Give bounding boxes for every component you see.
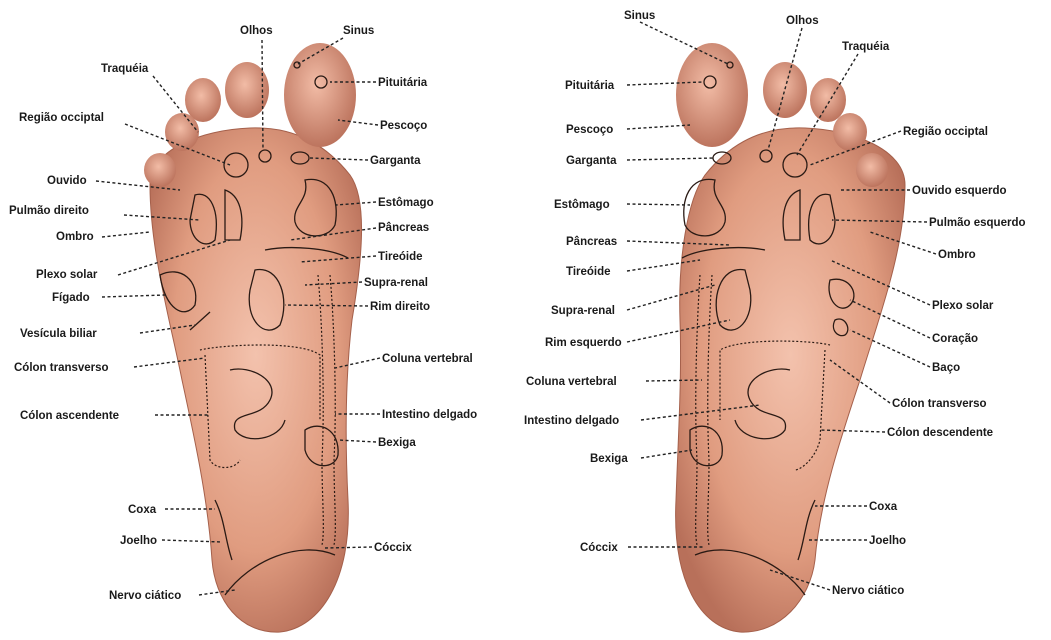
right-label-coluna-vertebral: Coluna vertebral xyxy=(526,376,617,388)
right-label-supra-renal: Supra-renal xyxy=(551,305,615,317)
left-label-regiao-occiptal: Região occiptal xyxy=(19,112,104,124)
right-label-garganta: Garganta xyxy=(566,155,617,167)
right-toe-5 xyxy=(856,153,888,187)
right-foot-sole xyxy=(676,128,905,632)
right-toe-2 xyxy=(763,62,807,118)
left-toe-5 xyxy=(144,153,176,187)
right-toe-4 xyxy=(833,113,867,151)
left-label-garganta: Garganta xyxy=(370,155,421,167)
left-label-olhos: Olhos xyxy=(240,25,273,37)
left-label-plexo-solar: Plexo solar xyxy=(36,269,98,281)
left-label-pancreas: Pâncreas xyxy=(378,222,429,234)
right-label-pescoco: Pescoço xyxy=(566,124,613,136)
right-label-joelho: Joelho xyxy=(869,535,906,547)
left-label-sinus: Sinus xyxy=(343,25,374,37)
right-label-pituitaria: Pituitária xyxy=(565,80,615,92)
right-label-nervo-ciatico: Nervo ciático xyxy=(832,585,904,597)
left-label-coluna-vertebral: Coluna vertebral xyxy=(382,353,473,365)
left-label-ouvido: Ouvido xyxy=(47,175,87,187)
right-label-rim-esquerdo: Rim esquerdo xyxy=(545,337,622,349)
right-label-colon-transverso: Cólon transverso xyxy=(892,398,987,410)
right-big-toe xyxy=(676,43,748,147)
right-label-pulmao-esquerdo: Pulmão esquerdo xyxy=(929,217,1026,229)
left-label-tireoide: Tireóide xyxy=(378,251,423,263)
right-label-estomago: Estômago xyxy=(554,199,610,211)
right-foot: Sinus Olhos Traquéia Pituitária Pescoço … xyxy=(524,10,1026,632)
left-foot-sole xyxy=(150,128,362,632)
right-label-olhos: Olhos xyxy=(786,15,819,27)
right-label-baco: Baço xyxy=(932,362,960,374)
left-label-joelho: Joelho xyxy=(120,535,157,547)
right-label-coxa: Coxa xyxy=(869,501,898,513)
left-label-coxa: Coxa xyxy=(128,504,157,516)
right-label-ombro: Ombro xyxy=(938,249,976,261)
left-label-nervo-ciatico: Nervo ciático xyxy=(109,590,181,602)
right-label-pancreas: Pâncreas xyxy=(566,236,617,248)
left-label-coccix: Cóccix xyxy=(374,542,412,554)
left-label-traqueia: Traquéia xyxy=(101,63,149,75)
left-foot: Olhos Sinus Traquéia Pituitária Região o… xyxy=(9,25,477,632)
left-label-ombro: Ombro xyxy=(56,231,94,243)
left-label-bexiga: Bexiga xyxy=(378,437,416,449)
left-label-rim-direito: Rim direito xyxy=(370,301,430,313)
left-label-estomago: Estômago xyxy=(378,197,434,209)
right-label-ouvido-esquerdo: Ouvido esquerdo xyxy=(912,185,1007,197)
right-label-intestino-delgado: Intestino delgado xyxy=(524,415,619,427)
left-label-supra-renal: Supra-renal xyxy=(364,277,428,289)
right-label-regiao-occiptal: Região occiptal xyxy=(903,126,988,138)
left-label-pituitaria: Pituitária xyxy=(378,77,428,89)
right-toe-3 xyxy=(810,78,846,122)
left-label-vesicula-biliar: Vesícula biliar xyxy=(20,328,97,340)
left-label-colon-ascendente: Cólon ascendente xyxy=(20,410,119,422)
left-label-colon-transverso: Cólon transverso xyxy=(14,362,109,374)
right-label-colon-descendente: Cólon descendente xyxy=(887,427,993,439)
left-toe-4 xyxy=(165,113,199,151)
left-big-toe xyxy=(284,43,356,147)
right-label-traqueia: Traquéia xyxy=(842,41,890,53)
right-label-bexiga: Bexiga xyxy=(590,453,628,465)
left-label-pulmao-direito: Pulmão direito xyxy=(9,205,89,217)
right-label-coracao: Coração xyxy=(932,333,978,345)
left-label-pescoco: Pescoço xyxy=(380,120,427,132)
left-toe-3 xyxy=(185,78,221,122)
right-label-tireoide: Tireóide xyxy=(566,266,611,278)
left-label-intestino-delgado: Intestino delgado xyxy=(382,409,477,421)
right-label-sinus: Sinus xyxy=(624,10,655,22)
right-label-coccix: Cóccix xyxy=(580,542,618,554)
left-label-figado: Fígado xyxy=(52,292,90,304)
right-label-plexo-solar: Plexo solar xyxy=(932,300,994,312)
